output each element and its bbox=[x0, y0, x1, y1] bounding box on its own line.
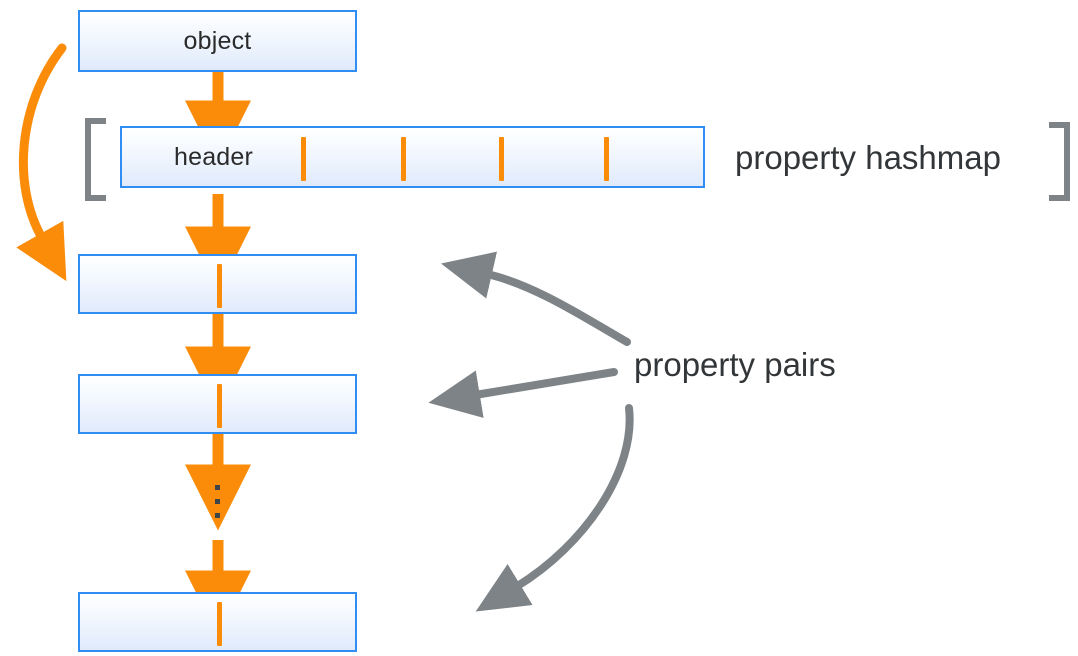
ellipsis-dots bbox=[215, 485, 220, 518]
pair-box-1[interactable] bbox=[78, 254, 357, 314]
hashmap-bracket-left bbox=[85, 118, 106, 201]
gray-arrow-lower bbox=[475, 404, 634, 612]
hashmap-slot-divider-2 bbox=[401, 137, 406, 181]
pair-divider-3 bbox=[217, 602, 222, 646]
header-box-label: header bbox=[174, 142, 254, 171]
hashmap-slot-divider-4 bbox=[604, 137, 609, 181]
orange-curve-arrow bbox=[16, 43, 67, 282]
property-pairs-label: property pairs bbox=[634, 346, 836, 383]
pair-box-3[interactable] bbox=[78, 592, 357, 652]
hashmap-bracket-right bbox=[1049, 122, 1070, 201]
object-box[interactable]: object bbox=[78, 10, 357, 72]
ellipsis-dot-2 bbox=[215, 499, 220, 504]
pair-divider-1 bbox=[217, 264, 222, 308]
hashmap-slot-divider-3 bbox=[499, 137, 504, 181]
property-hashmap-label: property hashmap bbox=[735, 139, 1001, 176]
hashmap-slot-divider-1 bbox=[301, 137, 306, 181]
pair-divider-2 bbox=[217, 384, 222, 428]
ellipsis-dot-1 bbox=[215, 485, 220, 490]
header-box[interactable]: header bbox=[120, 126, 705, 188]
object-box-label: object bbox=[183, 26, 252, 55]
ellipsis-dot-3 bbox=[215, 513, 220, 518]
pair-box-2[interactable] bbox=[78, 374, 357, 434]
gray-arrow-upper bbox=[440, 251, 631, 346]
gray-arrow-middle bbox=[428, 368, 618, 418]
